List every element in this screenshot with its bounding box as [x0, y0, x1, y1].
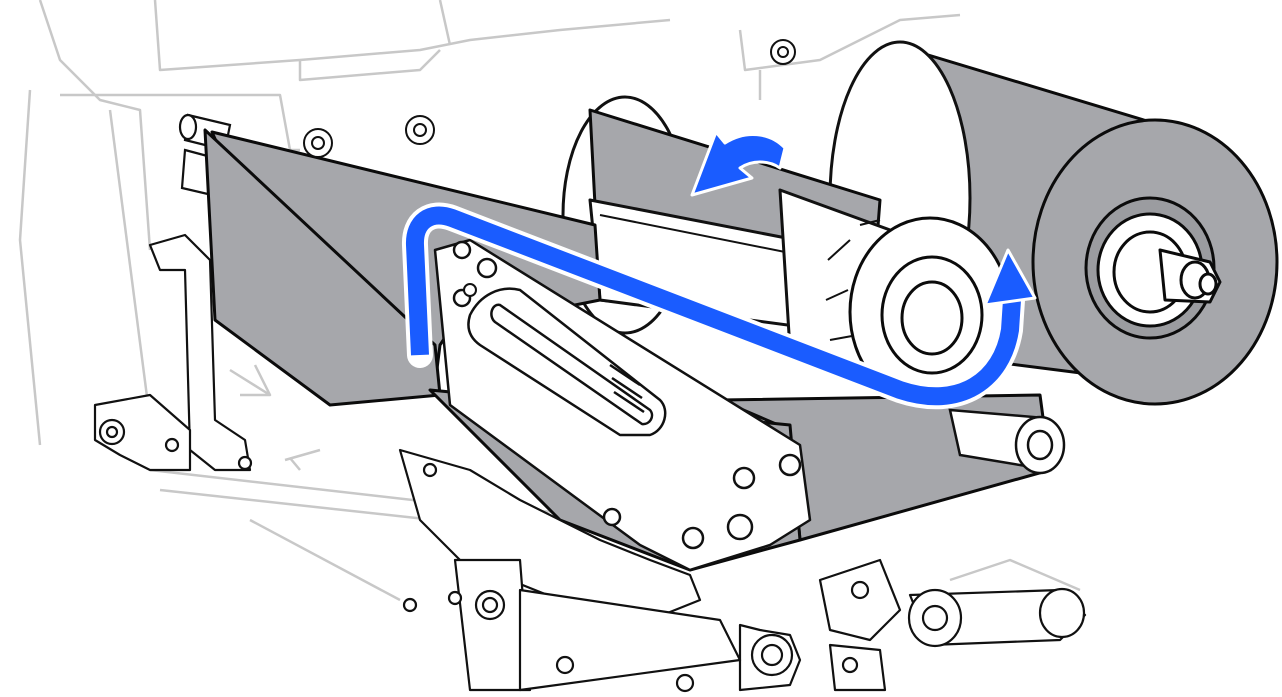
- platen-mechanism: [398, 448, 1087, 693]
- lower-guide-roller: [948, 408, 1066, 475]
- rotation-arrow-icon: [690, 130, 787, 197]
- frame-screws: [303, 39, 796, 297]
- ribbon-take-up-roll: [561, 95, 1012, 408]
- printhead-assembly: [433, 238, 812, 572]
- ribbon-path-arrow-icon: [402, 202, 1037, 410]
- left-sensor-bracket: [93, 233, 253, 472]
